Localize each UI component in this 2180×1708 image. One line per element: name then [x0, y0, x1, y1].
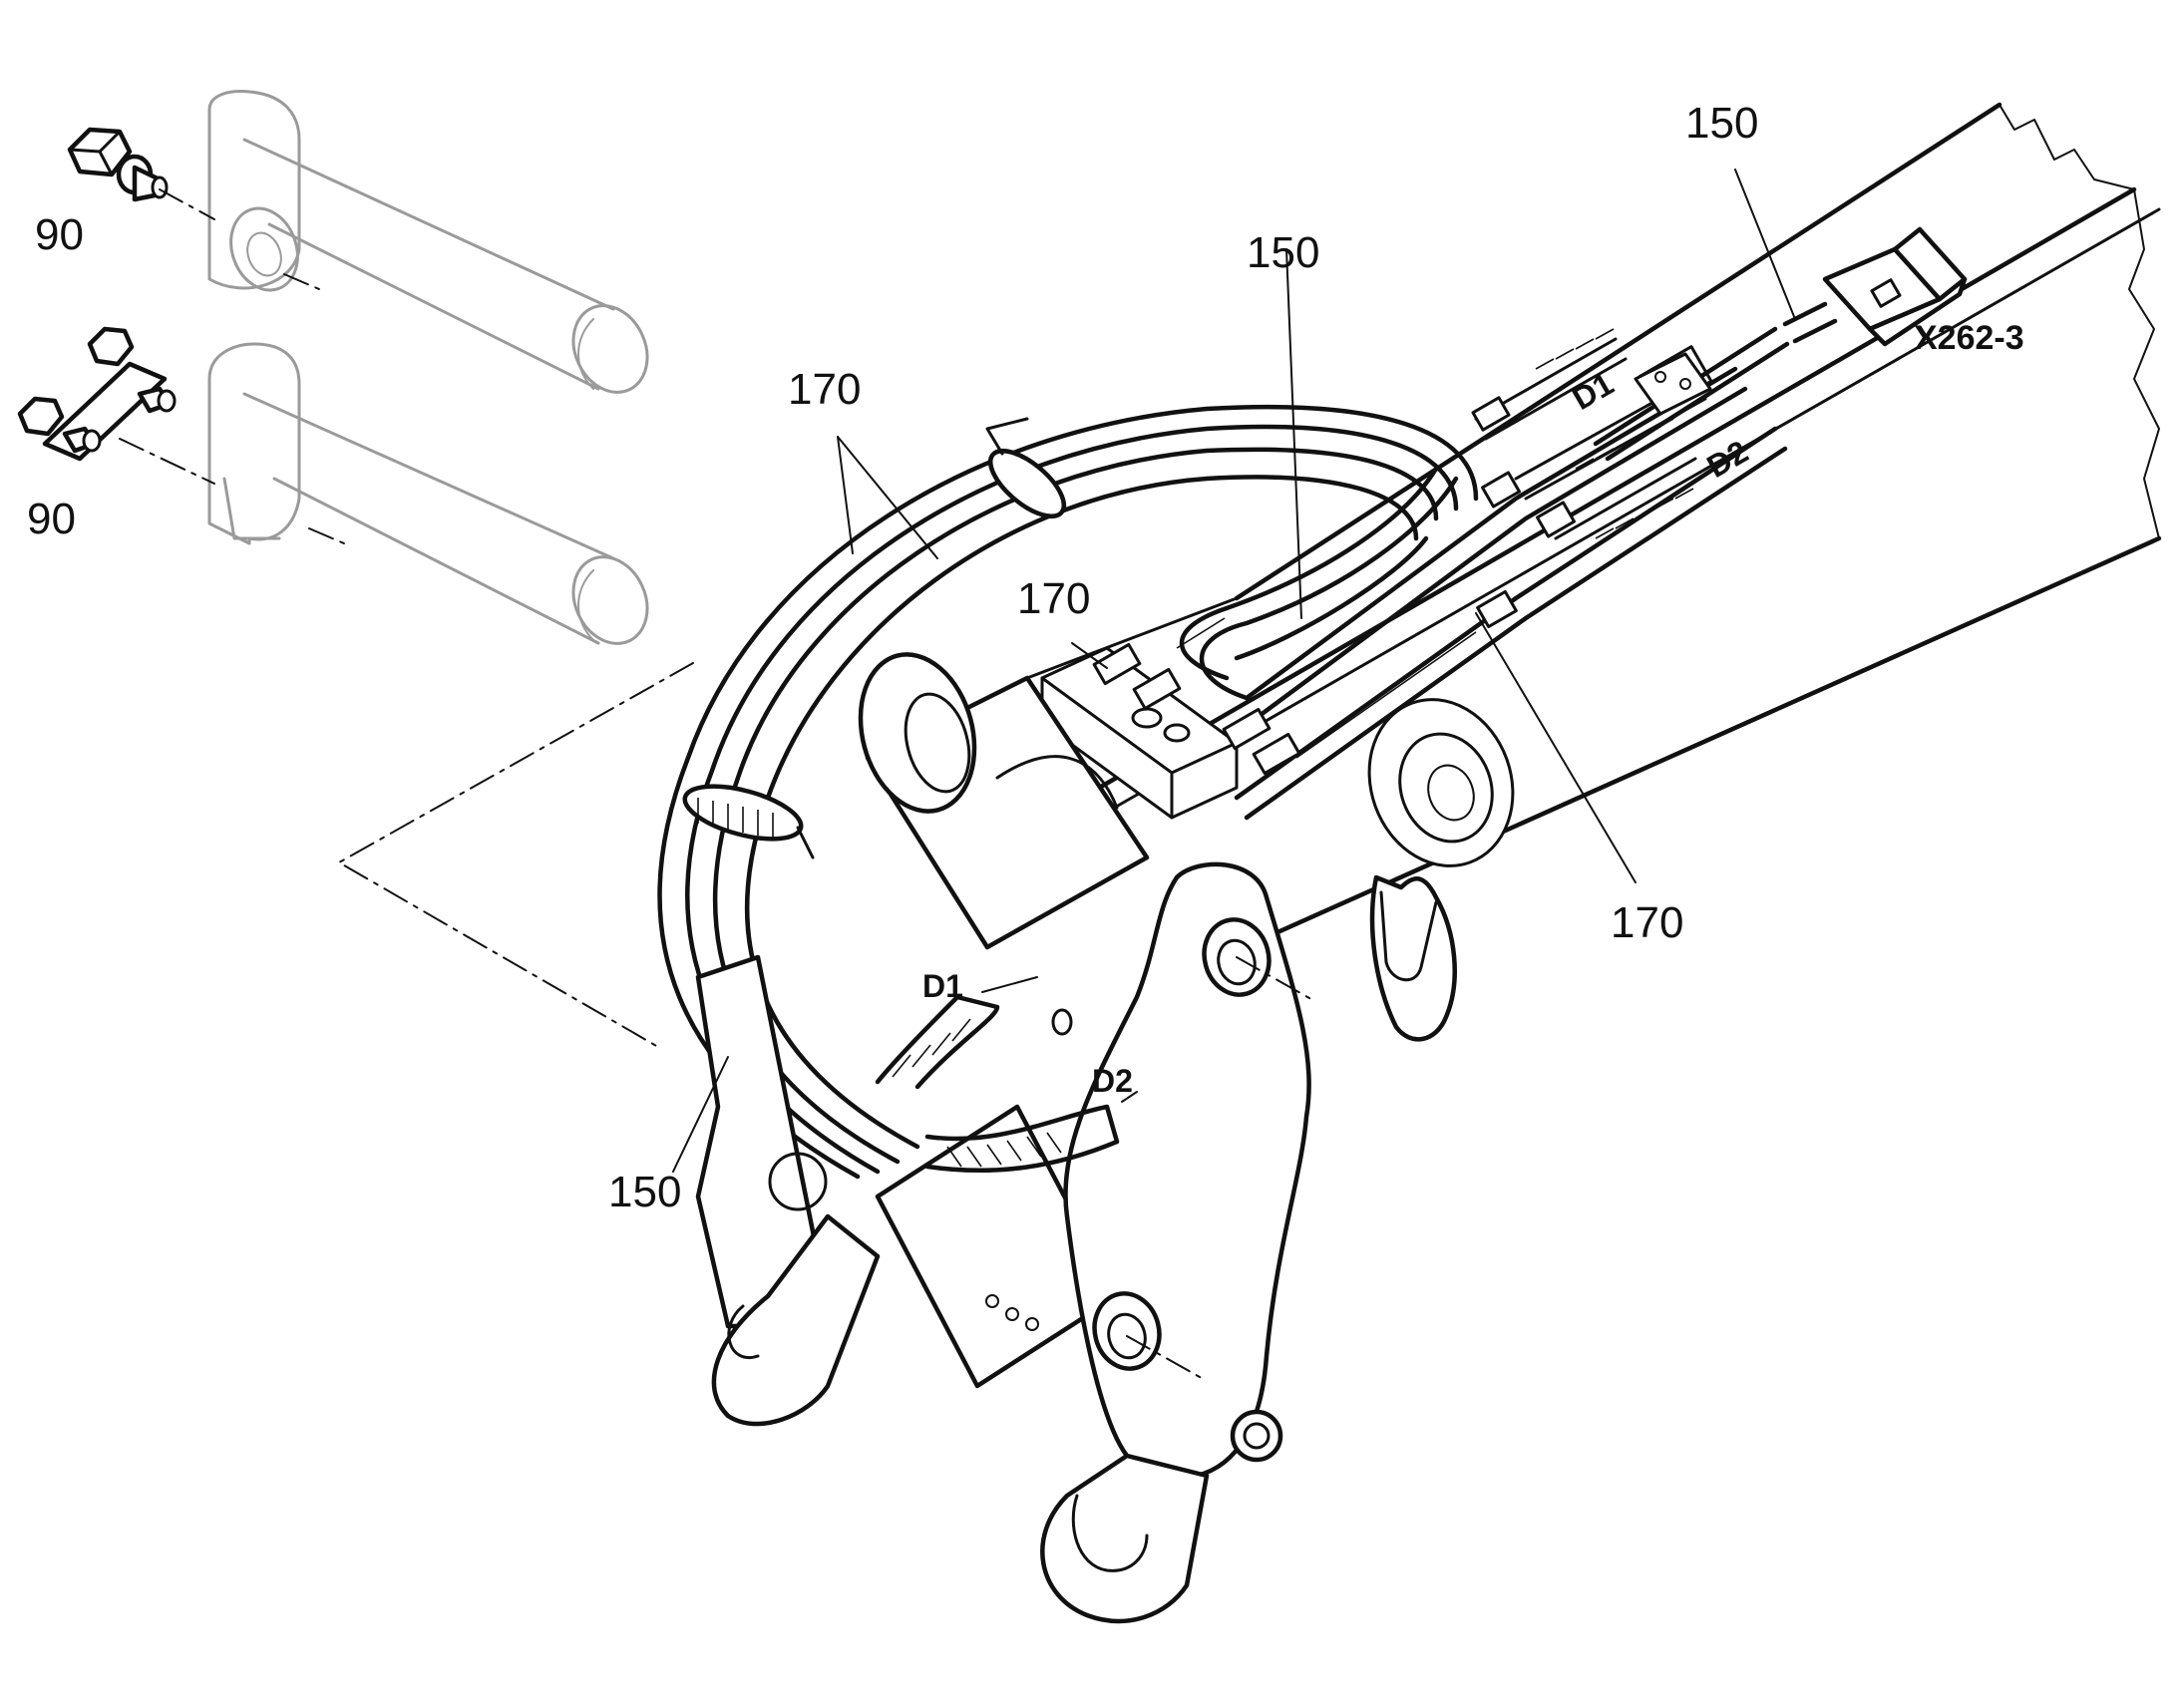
callout-harness-top: 150 [1685, 99, 1758, 148]
callout-harness-lower-left: 150 [608, 1168, 681, 1216]
connector-label: X262-3 [1915, 319, 2024, 357]
leader-lines [672, 169, 1926, 1173]
strap-clamp-lower [682, 784, 815, 859]
boom-arm [1025, 102, 2162, 940]
callout-hose-lower-right: 170 [1611, 898, 1683, 947]
quick-coupler-icon [695, 652, 1457, 1624]
boom-port-d1-label: D1 [1567, 365, 1620, 417]
bolt-clamp-icon [17, 326, 215, 485]
callout-harness-middle: 150 [1247, 228, 1319, 277]
hex-bolt-icon [67, 127, 215, 220]
callout-manifold-block: 170 [1017, 574, 1090, 623]
callout-labels: 90 90 170 170 170 150 150 150 X262-3 D1 … [27, 99, 2024, 1216]
pivot-pin-upper [207, 90, 649, 394]
callout-hose-loop: 170 [788, 365, 861, 414]
manifold-block [1040, 617, 1301, 820]
callout-bolt-kit-upper: 90 [35, 210, 84, 259]
boom-port-d2-label: D2 [1701, 433, 1754, 485]
coupler-port-d2-label: D2 [1092, 1063, 1133, 1099]
strap-clamp-upper [985, 417, 1067, 518]
electrical-connector-icon [1822, 226, 1968, 347]
callout-bolt-kit-lower: 90 [27, 495, 76, 543]
coupler-port-d1-label: D1 [922, 968, 963, 1004]
assembly-centerlines [283, 273, 694, 1048]
electrical-harness [1593, 226, 1968, 462]
pivot-pin-lower [207, 342, 649, 645]
